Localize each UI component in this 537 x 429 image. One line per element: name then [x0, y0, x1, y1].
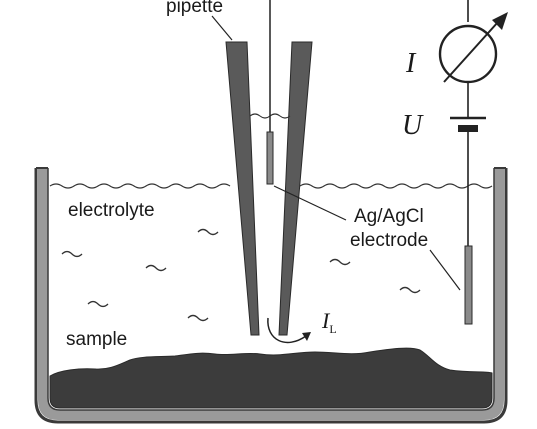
pipette-electrode — [266, 131, 274, 185]
ammeter-needle — [443, 21, 499, 83]
ion-current-main: I — [321, 308, 331, 333]
electrolyte-label: electrolyte — [68, 200, 155, 221]
external-circuit — [438, 0, 508, 325]
reference-electrode — [464, 245, 473, 325]
sample-label: sample — [66, 329, 127, 350]
pipette-right-wall — [278, 41, 313, 336]
electrolyte-ripples — [61, 228, 421, 322]
pipette-label: pipette — [166, 0, 223, 17]
pipette-left-wall — [225, 41, 260, 336]
electrode-label-line1: Ag/AgCl — [354, 206, 424, 227]
pipette — [225, 0, 313, 336]
ion-current-arrow — [267, 317, 307, 344]
voltage-symbol: U — [402, 110, 424, 141]
container-inner-wall — [47, 168, 495, 411]
electrode-leader-line-right — [429, 249, 461, 291]
current-symbol: I — [405, 48, 417, 79]
electrolyte-surface — [49, 183, 493, 189]
ion-current-arrowhead — [302, 332, 311, 341]
bath-container — [34, 167, 508, 424]
ion-current-symbol: IL — [321, 308, 337, 336]
battery-short-plate — [458, 125, 478, 132]
ammeter-arrowhead-icon — [492, 12, 508, 30]
electrode-leader-line-left — [273, 185, 347, 221]
container-outer-wall — [34, 168, 508, 424]
pipette-leader-line — [211, 15, 233, 41]
sample-surface — [49, 347, 493, 409]
electrode-label-line2: electrode — [350, 230, 428, 251]
ion-current-subscript: L — [329, 322, 336, 336]
